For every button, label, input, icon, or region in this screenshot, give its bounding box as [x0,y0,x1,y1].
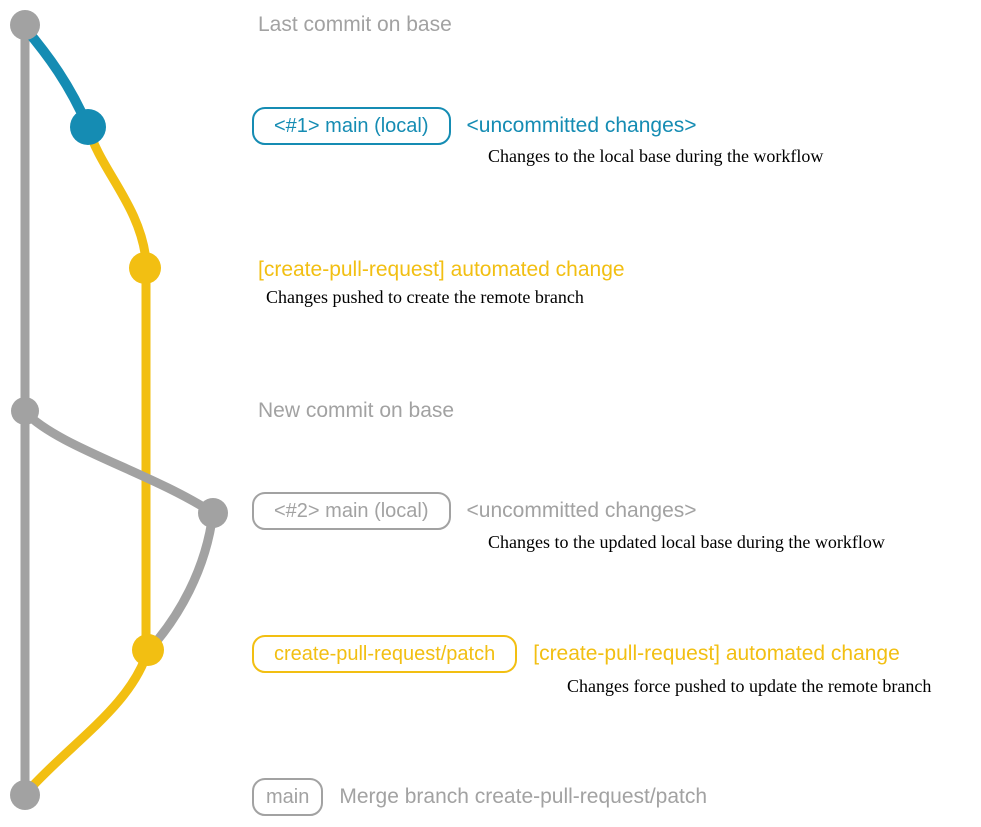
patch-merge-curve [22,645,153,797]
patch-branch-line [83,122,151,655]
branch-pill-main-local-2: <#2> main (local) [252,492,451,530]
branch-pill-main: main [252,778,324,816]
commit-dot-merge [10,780,40,810]
base-to-local-main-2-curve [20,407,218,518]
patch-branch-row: create-pull-request/patch [create-pull-r… [252,633,900,675]
automated-change-1-description: Changes pushed to create the remote bran… [266,287,584,307]
local-main-2-row: <#2> main (local) <uncommitted changes> [252,490,697,532]
automated-change-2-label: [create-pull-request] automated change [533,642,900,665]
merge-row: main Merge branch create-pull-request/pa… [252,776,707,818]
commit-dot-automated-change-2 [132,634,164,666]
branch-pill-create-pull-request-patch: create-pull-request/patch [252,635,518,673]
uncommitted-changes-2-description: Changes to the updated local base during… [488,532,885,552]
last-commit-on-base-label: Last commit on base [258,13,452,36]
commit-dot-new-base [11,397,39,425]
commit-dot-local-main-2 [198,498,228,528]
local-main-1-row: <#1> main (local) <uncommitted changes> [252,105,697,147]
commit-dot-automated-change-1 [129,252,161,284]
branch-pill-main-local-1: <#1> main (local) [252,107,451,145]
automated-change-1-label: [create-pull-request] automated change [258,258,625,281]
merge-commit-message: Merge branch create-pull-request/patch [339,785,708,808]
uncommitted-changes-1-label: <uncommitted changes> [466,114,697,137]
uncommitted-changes-1-description: Changes to the local base during the wor… [488,146,824,166]
new-commit-on-base-label: New commit on base [258,399,455,422]
commit-dot-local-main-1 [70,109,106,145]
automated-change-2-description: Changes force pushed to update the remot… [567,676,932,696]
git-graph [10,10,228,810]
commit-dot-last-base [10,10,40,40]
local-main-2-to-patch-curve [144,508,218,655]
uncommitted-changes-2-label: <uncommitted changes> [466,499,697,522]
